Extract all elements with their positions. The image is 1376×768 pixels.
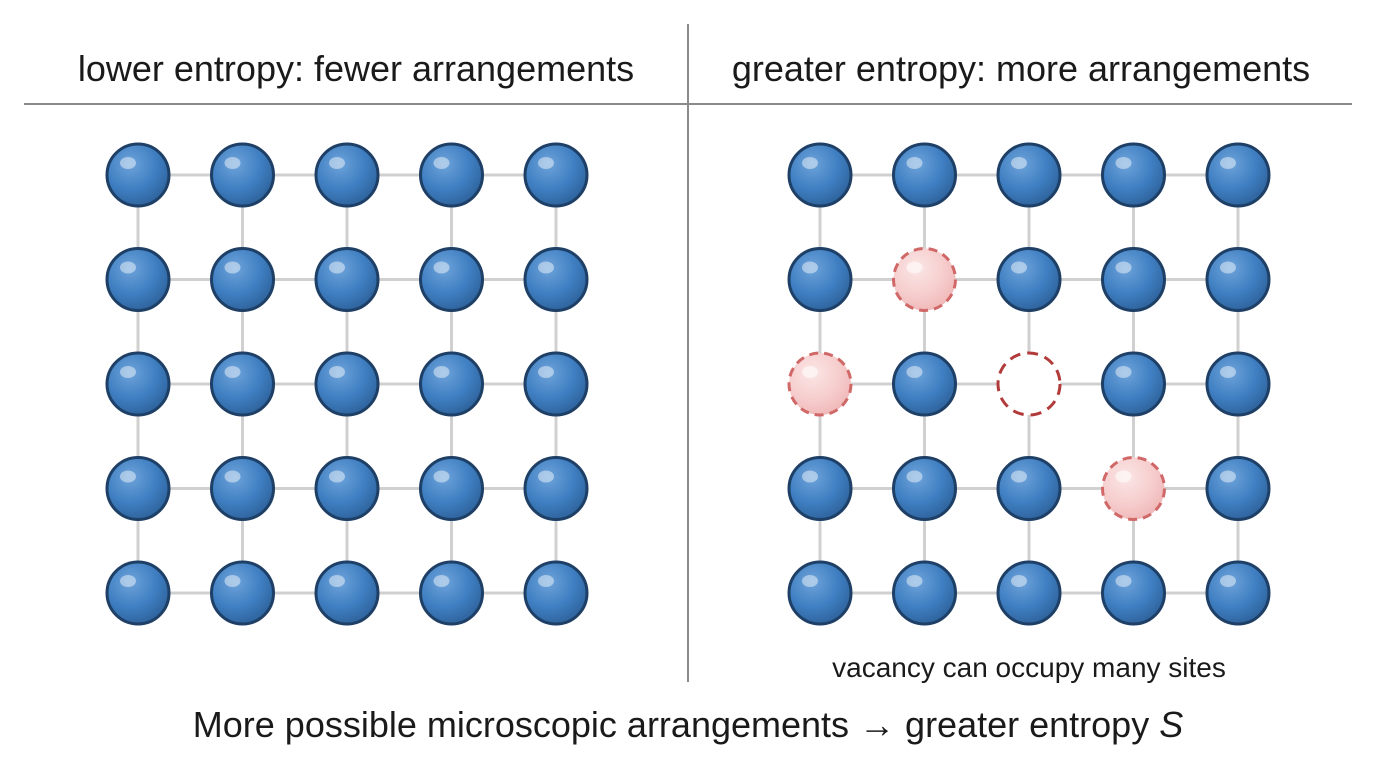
right-atom — [1205, 351, 1271, 417]
right-atom — [1101, 560, 1166, 626]
left-atom — [210, 351, 275, 417]
left-atom — [419, 351, 484, 417]
left-atom — [419, 247, 484, 312]
left-atom — [105, 351, 171, 417]
left-atom — [314, 456, 380, 521]
caption-text: More possible microscopic arrangements →… — [192, 704, 1160, 745]
left-atom — [210, 247, 275, 312]
right-atom — [1205, 142, 1271, 208]
left-atom — [105, 560, 171, 626]
right-lattice — [787, 142, 1271, 626]
left-atom — [210, 560, 275, 626]
right-atom — [787, 560, 853, 626]
left-atom — [523, 247, 589, 312]
panel-title-greater-entropy: greater entropy: more arrangements — [731, 48, 1311, 89]
left-atom — [523, 560, 589, 626]
left-atom — [419, 142, 484, 208]
right-vacancy — [996, 351, 1062, 417]
left-atom — [523, 142, 589, 208]
entropy-symbol: S — [1159, 704, 1184, 745]
right-atom — [1205, 247, 1271, 312]
right-atom — [787, 456, 853, 521]
right-atom — [996, 560, 1062, 626]
right-atom — [1101, 247, 1166, 312]
right-atom — [1205, 560, 1271, 626]
left-atom — [314, 247, 380, 312]
left-atom — [523, 456, 589, 521]
left-lattice — [105, 142, 589, 626]
right-atom — [892, 142, 957, 208]
left-atom — [314, 560, 380, 626]
left-atom — [210, 456, 275, 521]
right-possible-vacancy-site — [1101, 456, 1166, 521]
left-atom — [105, 247, 171, 312]
right-atom — [996, 247, 1062, 312]
vacancy-note: vacancy can occupy many sites — [832, 652, 1226, 683]
left-atom — [105, 142, 171, 208]
right-atom — [892, 456, 957, 521]
left-atom — [419, 456, 484, 521]
right-possible-vacancy-site — [892, 247, 957, 312]
right-atom — [1101, 142, 1166, 208]
left-atom — [314, 142, 380, 208]
right-atom — [787, 142, 853, 208]
left-atom — [523, 351, 589, 417]
left-atom — [419, 560, 484, 626]
right-atom — [1101, 351, 1166, 417]
left-atom — [210, 142, 275, 208]
panel-title-lower-entropy: lower entropy: fewer arrangements — [77, 48, 635, 89]
right-atom — [787, 247, 853, 312]
bottom-caption: More possible microscopic arrangements →… — [0, 700, 1376, 750]
left-atom — [105, 456, 171, 521]
left-atom — [314, 351, 380, 417]
right-atom — [996, 456, 1062, 521]
right-atom — [996, 142, 1062, 208]
right-atom — [1205, 456, 1271, 521]
right-atom — [892, 351, 957, 417]
right-atom — [892, 560, 957, 626]
right-possible-vacancy-site — [787, 351, 853, 417]
panel-divider — [687, 24, 689, 682]
